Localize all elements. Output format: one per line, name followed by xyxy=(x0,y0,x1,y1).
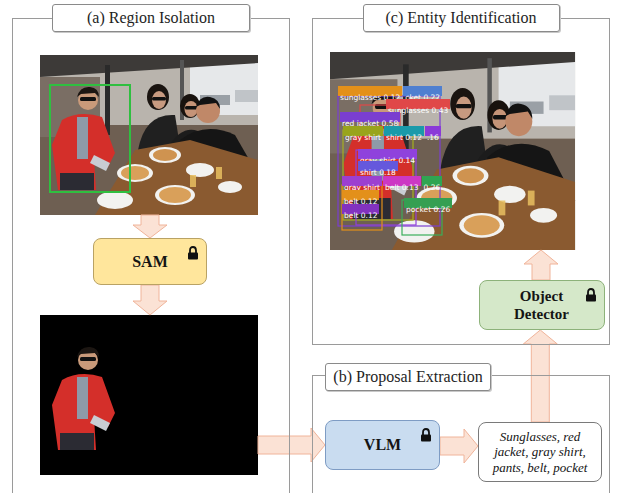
panel-heading: (c) Entity Identification xyxy=(385,9,536,27)
detection-photo xyxy=(330,52,575,250)
lock-icon xyxy=(420,428,432,442)
stage-panel: (a) Region IsolationSAM xyxy=(12,18,290,493)
detection-tag: pocket 0.26 xyxy=(404,198,452,208)
node-label: VLM xyxy=(364,435,401,454)
output-box: Sunglasses, red jacket, gray shirt, pant… xyxy=(478,422,602,482)
input-photo xyxy=(40,55,258,215)
detection-tag: gray shirt xyxy=(342,176,382,186)
node-label: Object Detector xyxy=(499,287,585,323)
detection-label: belt 0.12 xyxy=(344,211,377,220)
detection-label: .16 xyxy=(427,133,439,142)
detection-tag: sunglasses 0.43 xyxy=(386,99,450,109)
process-box: SAM xyxy=(93,238,207,285)
mask-background xyxy=(40,315,258,475)
detection-tag: sunglasses 0.12 xyxy=(338,86,402,96)
detection-tag: belt 0.13 xyxy=(383,176,420,186)
stage-panel: (b) Proposal ExtractionVLMSunglasses, re… xyxy=(312,375,610,493)
detection-tag: gray shirt 0.14 xyxy=(358,149,417,159)
flow-arrow xyxy=(523,330,557,422)
detection-tag: shirt 0.18 xyxy=(358,161,398,171)
masked-person xyxy=(52,347,115,450)
panel-heading: (b) Proposal Extraction xyxy=(333,368,482,386)
lock-icon xyxy=(585,288,597,302)
panel-heading-frame: (b) Proposal Extraction xyxy=(325,363,491,391)
detection-label: pocket 0.26 xyxy=(406,205,450,214)
detection-tag: belt 0.12 xyxy=(342,190,379,200)
detection-tag: .16 xyxy=(425,126,441,136)
panel-heading-frame: (a) Region Isolation xyxy=(52,4,250,32)
detection-tag: belt 0.12 xyxy=(342,204,379,214)
detection-label: gray shirt xyxy=(345,133,381,142)
detection-boxes xyxy=(338,96,442,235)
detection-label: shirt 0.12 xyxy=(386,133,422,142)
detection-tag: gray shirt xyxy=(343,126,383,136)
detection-tag: 0.26 xyxy=(422,176,443,186)
panel-heading: (a) Region Isolation xyxy=(87,9,215,27)
process-box: VLM xyxy=(325,420,440,470)
flow-arrow xyxy=(440,429,478,463)
detection-tag: cket 0.22 xyxy=(403,86,442,96)
node-label: Sunglasses, red jacket, gray shirt, pant… xyxy=(484,429,596,476)
region-box xyxy=(50,85,130,192)
lock-icon xyxy=(187,246,199,260)
detection-tag: red jacket 0.58 xyxy=(340,112,400,122)
detection-label: belt 0.13 xyxy=(385,183,418,192)
panel-heading-frame: (c) Entity Identification xyxy=(363,4,560,32)
process-box: Object Detector xyxy=(479,280,605,330)
detection-label: 0.26 xyxy=(424,183,441,192)
node-label: SAM xyxy=(132,252,168,271)
detection-tag: shirt 0.12 xyxy=(384,126,424,136)
